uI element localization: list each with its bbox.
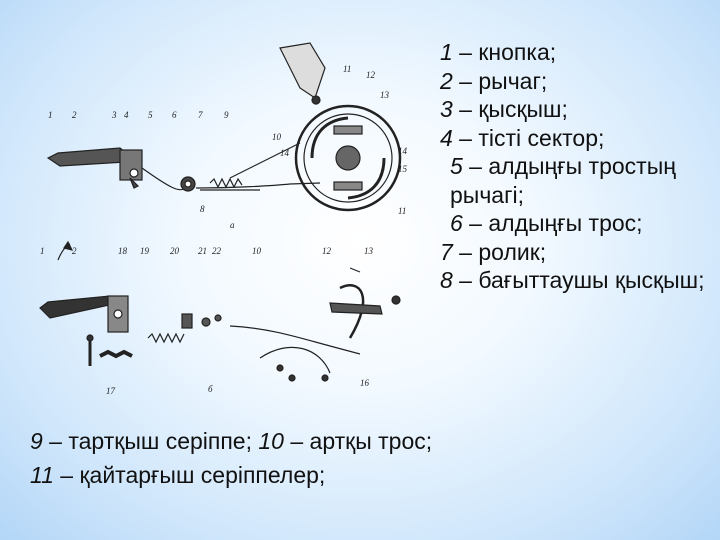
label-21-22-bottom: 21 [198,246,207,256]
label-12-bottom: 12 [322,246,332,256]
label-7-top: 7 [198,110,203,120]
label-17-bottom: 17 [106,386,116,396]
label-2-top: 2 [72,110,77,120]
label-1-bottom: 1 [40,246,45,256]
legend-item-2: 2 – рычаг; [440,67,548,94]
bottom-legend: 9 – тартқыш серіппе; 10 – артқы трос; 11… [30,424,710,492]
label-5-top: 5 [148,110,153,120]
label-11a-top: 11 [343,64,351,74]
top-assembly [46,42,402,212]
bottom-legend-line-1: 9 – тартқыш серіппе; 10 – артқы трос; [30,428,433,454]
legend-item-3: 3 – қысқыш; [440,96,568,122]
label-1-top: 1 [48,110,53,120]
legend-item-6: 6 – алдыңғы трос; [450,210,643,236]
label-13-top: 13 [380,90,390,100]
label-15-top: 15 [398,164,408,174]
label-10-top: 10 [272,132,282,142]
legend-item-1: 1 – кнопка; [440,39,557,65]
label-16-bottom: 16 [360,378,370,388]
label-10-bottom: 10 [252,246,262,256]
label-9-top: 9 [224,110,229,120]
parking-brake-diagram: 1 2 3 4 5 6 7 9 10 14 8 11 12 13 14 15 1… [39,42,408,396]
label-4-top: 4 [124,110,129,120]
label-8-top: 8 [200,204,205,214]
legend-item-5: 5 – алдыңғы тростың рычагі; [450,153,676,208]
legend-item-8: 8 – бағыттаушы қысқыш; [440,267,705,293]
label-13-bottom: 13 [364,246,374,256]
bottom-assembly [39,240,401,382]
legend-item-4: 4 – тісті сектор; [440,124,605,151]
caption-a: а [230,220,235,230]
label-3-top: 3 [111,110,117,120]
label-22-bottom: 22 [212,246,222,256]
label-14b-top: 14 [398,146,408,156]
label-12-top: 12 [366,70,376,80]
bottom-legend-line-2: 11 – қайтарғыш серіппелер; [30,462,326,488]
caption-b: б [208,384,213,394]
label-20-bottom: 20 [170,246,180,256]
label-19-bottom: 19 [140,246,150,256]
label-18-bottom: 18 [118,246,128,256]
label-6-top: 6 [172,110,177,120]
label-11b-top: 11 [398,206,406,216]
legend-item-7: 7 – ролик; [440,238,547,265]
legend-list: 1 – кнопка; 2 – рычаг; 3 – қысқыш; 4 – т… [440,38,715,295]
label-2-bottom: 2 [72,246,77,256]
label-14a-top: 14 [280,148,290,158]
